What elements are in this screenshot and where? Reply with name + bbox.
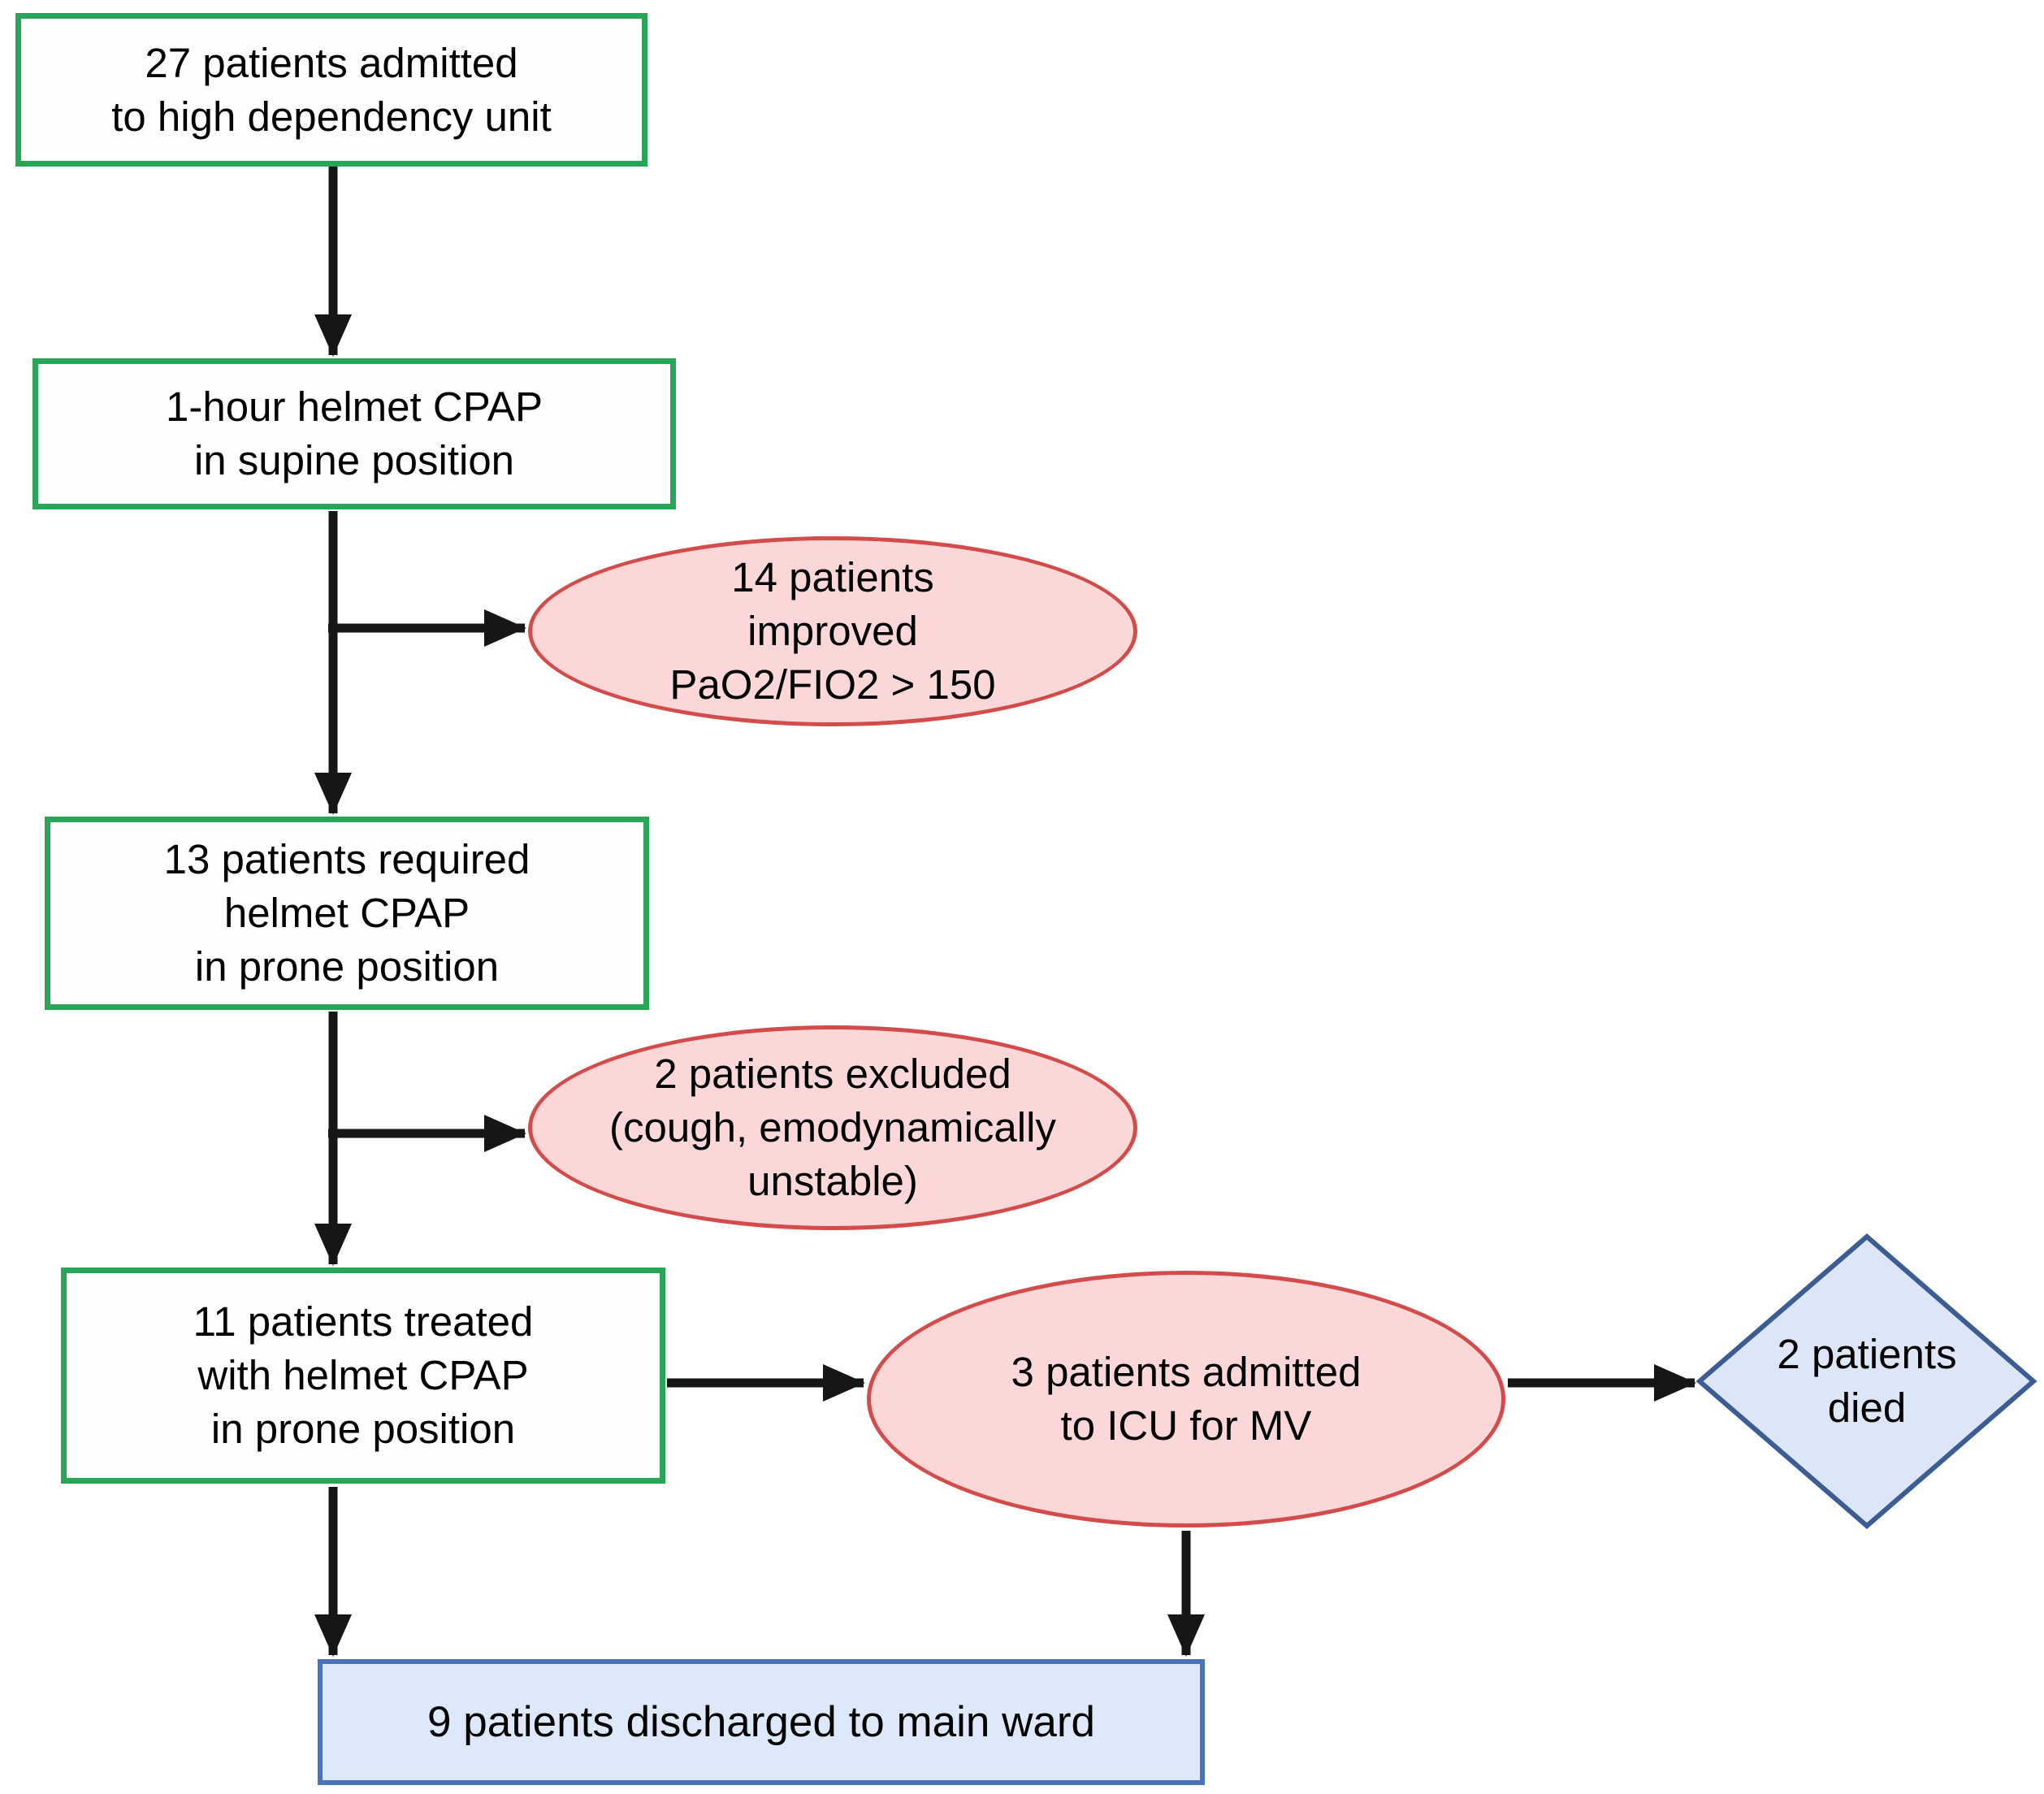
node-died: 2 patients died — [1729, 1320, 2005, 1442]
node-supine-cpap-line: 1-hour helmet CPAP — [166, 384, 543, 430]
node-treated-prone-line: in prone position — [210, 1406, 516, 1452]
node-excluded-line: 2 patients excluded — [654, 1051, 1011, 1097]
node-improved-line: improved — [747, 608, 918, 654]
node-icu: 3 patients admitted to ICU for MV — [867, 1271, 1505, 1528]
died-diamond-shape — [1695, 1233, 2038, 1529]
node-discharged-line: 9 patients discharged to main ward — [427, 1697, 1095, 1746]
node-died-line: died — [1827, 1384, 1907, 1431]
node-required-prone-line: helmet CPAP — [223, 890, 470, 936]
node-admitted-line: 27 patients admitted — [145, 39, 518, 86]
node-icu-line: 3 patients admitted — [1011, 1349, 1362, 1395]
node-admitted-line: to high dependency unit — [111, 93, 552, 140]
node-excluded: 2 patients excluded (cough, emodynamical… — [528, 1025, 1137, 1230]
node-treated-prone-line: with helmet CPAP — [197, 1352, 529, 1398]
node-discharged: 9 patients discharged to main ward — [318, 1659, 1205, 1785]
node-treated-prone: 11 patients treated with helmet CPAP in … — [61, 1268, 665, 1484]
node-supine-cpap: 1-hour helmet CPAP in supine position — [32, 358, 676, 509]
node-required-prone-line: in prone position — [194, 943, 500, 990]
node-supine-cpap-line: in supine position — [193, 437, 515, 483]
node-excluded-line: (cough, emodynamically — [609, 1104, 1056, 1150]
node-treated-prone-line: 11 patients treated — [193, 1298, 534, 1345]
node-improved-line: PaO2/FIO2 > 150 — [669, 661, 996, 708]
node-required-prone: 13 patients required helmet CPAP in pron… — [45, 817, 649, 1010]
node-admitted: 27 patients admitted to high dependency … — [15, 13, 647, 167]
node-excluded-line: unstable) — [747, 1158, 918, 1204]
node-required-prone-line: 13 patients required — [163, 836, 530, 882]
node-icu-line: to ICU for MV — [1060, 1402, 1312, 1449]
node-improved: 14 patients improved PaO2/FIO2 > 150 — [528, 536, 1137, 726]
node-died-line: 2 patients — [1777, 1331, 1957, 1377]
node-improved-line: 14 patients — [731, 554, 934, 600]
